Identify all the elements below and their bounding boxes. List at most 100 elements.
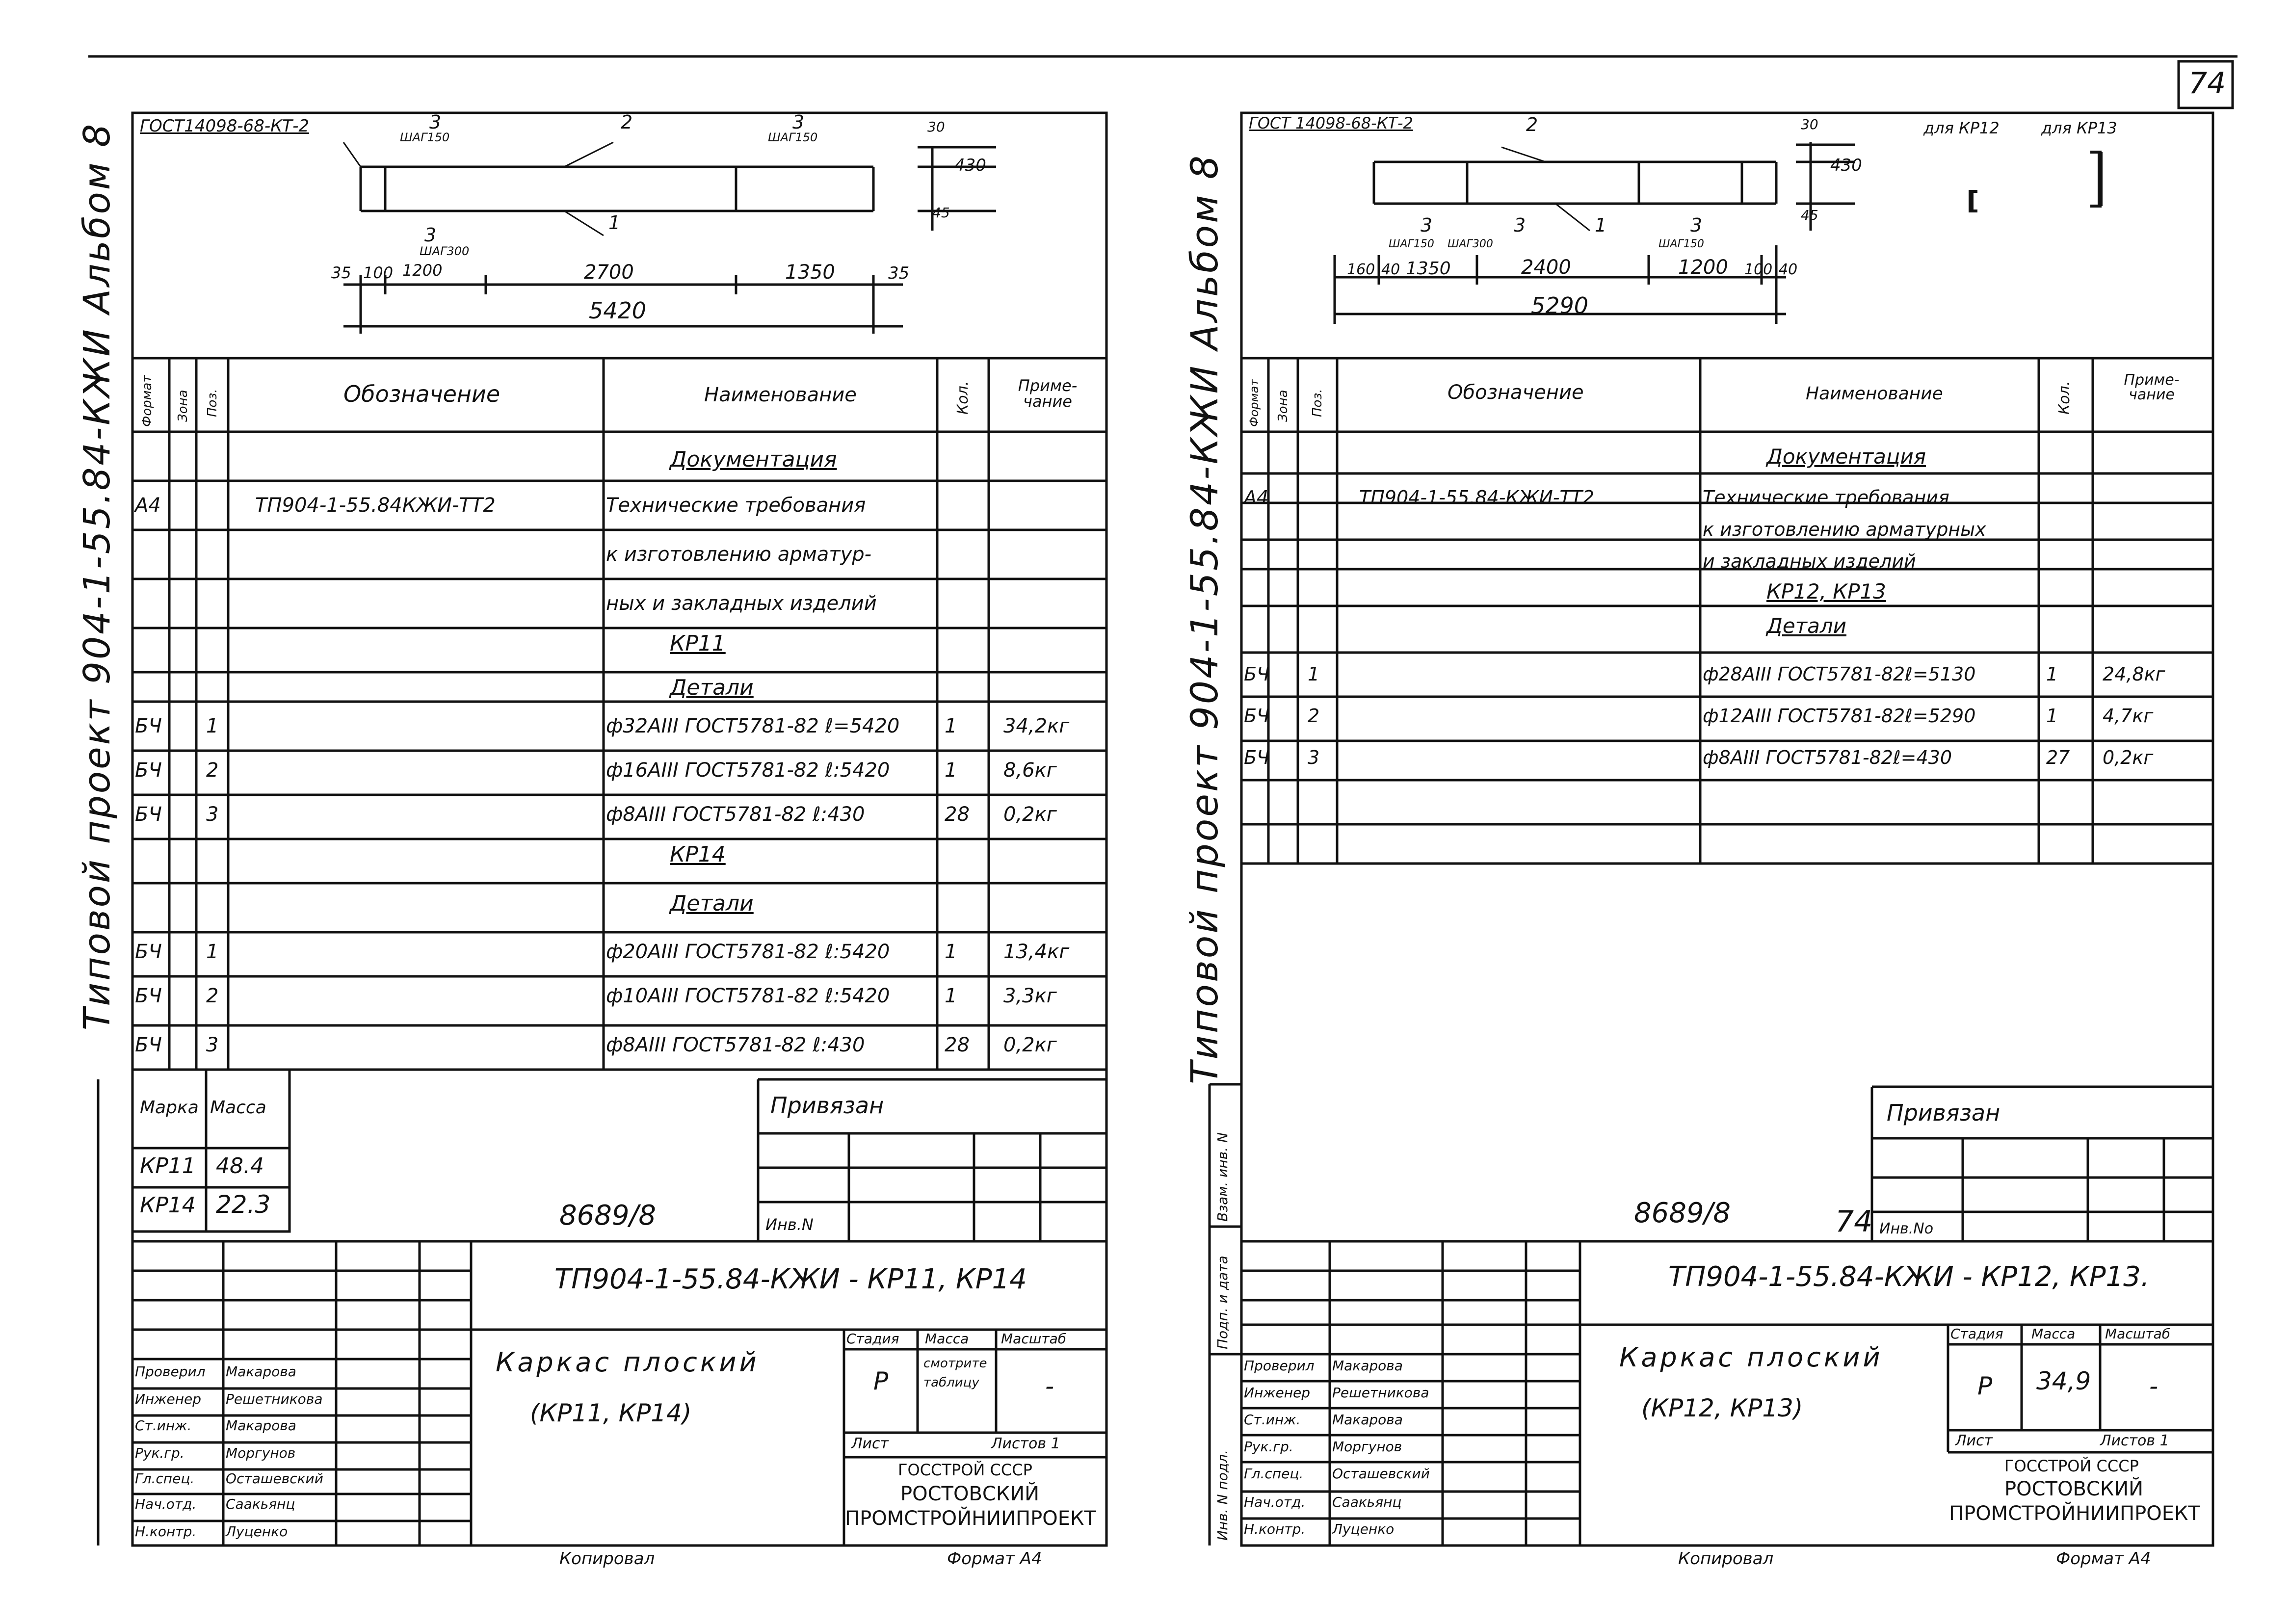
right-dim: 2400 — [1521, 256, 1571, 279]
left-dim: 35 — [331, 263, 351, 282]
table-cell-name: к изготовлению арматурных — [1703, 519, 1986, 540]
stamp-role: Н.контр. — [135, 1523, 197, 1540]
left-header-qty: Кол. — [954, 381, 972, 415]
right-dim: 100 — [1744, 261, 1773, 278]
table-cell-name: Детали — [670, 675, 754, 700]
table-cell-note: 8,6кг — [1003, 759, 1057, 782]
stamp-role: Нач.отд. — [135, 1496, 197, 1512]
table-cell-code: ТП904-1-55.84КЖИ-ТТ2 — [255, 494, 496, 517]
right-side-label: Инв. N подл. — [1214, 1450, 1231, 1541]
left-pos-label: 1 — [608, 212, 621, 234]
table-cell-fmt: БЧ — [1244, 747, 1270, 768]
left-mass-mark: КР14 — [140, 1193, 196, 1218]
left-inv: Инв.N — [765, 1215, 814, 1234]
stamp-role: Инженер — [135, 1391, 202, 1407]
table-cell-name: Детали — [670, 891, 754, 916]
stamp-name: Решетникова — [226, 1391, 323, 1407]
left-sheets-label: Листов 1 — [991, 1435, 1060, 1452]
left-pos-label: 2 — [621, 111, 633, 133]
table-cell-qty: 28 — [945, 803, 970, 826]
table-cell-note: 24,8кг — [2103, 663, 2165, 685]
right-profile-label: для КР12 — [1923, 119, 2000, 137]
left-org-1: ГОССТРОЙ СССР — [898, 1461, 1032, 1479]
table-cell-qty: 1 — [2046, 663, 2058, 685]
table-cell-note: 0,2кг — [1003, 1034, 1057, 1056]
left-org-3: ПРОМСТРОЙНИИПРОЕКТ — [845, 1507, 1096, 1530]
table-cell-fmt: БЧ — [135, 941, 162, 963]
right-header-qty: Кол. — [2056, 381, 2073, 415]
right-scale-label: Масштаб — [2105, 1326, 2171, 1342]
right-sheet-code: 8689/8 — [1634, 1197, 1731, 1229]
right-stage-label: Стадия — [1950, 1326, 2003, 1342]
table-cell-name: ф10АIII ГОСТ5781-82 ℓ:5420 — [606, 985, 890, 1007]
right-header-code: Обозначение — [1448, 381, 1584, 404]
right-dim: 45 — [1801, 207, 1818, 223]
table-cell-fmt: А4 — [1244, 487, 1269, 508]
right-dim: 1200 — [1678, 256, 1728, 279]
table-cell-name: ф16АIII ГОСТ5781-82 ℓ:5420 — [606, 759, 890, 782]
left-mass-value: 22.3 — [216, 1190, 271, 1219]
table-cell-note: 4,7кг — [2103, 705, 2154, 727]
table-cell-name: КР14 — [670, 842, 726, 867]
left-dim: 430 — [954, 156, 986, 175]
right-dim: 40 — [1381, 261, 1400, 278]
left-pos-label: 3 — [424, 224, 437, 246]
left-pos-label: 3 — [792, 111, 805, 133]
right-org-3: ПРОМСТРОЙНИИПРОЕКТ — [1949, 1502, 2200, 1525]
table-cell-name: Технические требования — [1703, 487, 1949, 508]
left-stamp-name-1: Каркас плоский — [496, 1347, 760, 1378]
right-mass-label: Масса — [2031, 1326, 2076, 1342]
table-cell-name: Документация — [1766, 445, 1926, 469]
table-cell-pos: 1 — [206, 715, 219, 737]
right-header-name: Наименование — [1806, 384, 1943, 404]
left-scale-value: - — [1045, 1372, 1054, 1400]
left-step-label: ШАГ300 — [420, 244, 470, 258]
table-cell-name: ф32АIII ГОСТ5781-82 ℓ=5420 — [606, 715, 900, 737]
left-dim: 5420 — [589, 297, 647, 324]
right-album-vertical: Типовой проект 904-1-55.84-КЖИ Альбом 8 — [1183, 153, 1226, 1084]
right-profile-label: для КР13 — [2041, 119, 2117, 137]
left-mass-header-mark: Марка — [140, 1098, 199, 1118]
right-pos-label: 1 — [1595, 214, 1607, 236]
left-privyazan: Привязан — [770, 1092, 884, 1119]
right-scale-value: - — [2149, 1372, 2158, 1400]
left-header-name: Наименование — [704, 384, 857, 406]
table-cell-name: ф8АIII ГОСТ5781-82 ℓ:430 — [606, 1034, 865, 1056]
table-cell-fmt: БЧ — [135, 985, 162, 1007]
table-cell-name: Детали — [1766, 614, 1846, 638]
table-cell-note: 13,4кг — [1003, 941, 1070, 963]
right-copied: Копировал — [1678, 1549, 1774, 1569]
right-sheet-no: 74 — [1835, 1205, 1873, 1239]
left-dim: 1200 — [402, 261, 443, 280]
table-cell-qty: 1 — [945, 759, 957, 782]
page-number: 74 — [2188, 66, 2226, 101]
table-cell-pos: 3 — [206, 1034, 219, 1056]
table-cell-name: ф12АIII ГОСТ5781-82ℓ=5290 — [1703, 705, 1976, 727]
right-stamp-name-2: (КР12, КР13) — [1641, 1394, 1803, 1422]
table-cell-pos: 1 — [1308, 663, 1320, 685]
right-header-note: Приме-чание — [2124, 371, 2180, 403]
table-cell-qty: 1 — [945, 715, 957, 737]
table-cell-pos: 2 — [206, 985, 219, 1007]
table-cell-note: 0,2кг — [1003, 803, 1057, 826]
stamp-name: Моргунов — [1332, 1439, 1402, 1455]
stamp-role: Проверил — [1244, 1358, 1315, 1374]
table-cell-fmt: А4 — [135, 494, 161, 517]
right-dim: 1350 — [1406, 259, 1451, 279]
right-side-label: Взам. инв. N — [1214, 1132, 1231, 1222]
stamp-role: Гл.спец. — [1244, 1466, 1304, 1482]
stamp-name: Луценко — [1332, 1521, 1395, 1537]
right-step-label: ШАГ150 — [1389, 238, 1434, 250]
table-cell-fmt: БЧ — [135, 759, 162, 782]
table-cell-fmt: БЧ — [1244, 663, 1270, 685]
stamp-role: Рук.гр. — [1244, 1439, 1293, 1455]
stamp-name: Решетникова — [1332, 1385, 1429, 1401]
table-cell-qty: 1 — [2046, 705, 2058, 727]
left-dim: 30 — [927, 119, 945, 135]
right-inv: Инв.Nо — [1879, 1220, 1934, 1237]
left-mass-value: 48.4 — [216, 1153, 264, 1179]
right-step-label: ШАГ300 — [1448, 238, 1493, 250]
stamp-name: Макарова — [1332, 1412, 1403, 1428]
left-stamp-name-2: (КР11, КР14) — [530, 1399, 692, 1427]
